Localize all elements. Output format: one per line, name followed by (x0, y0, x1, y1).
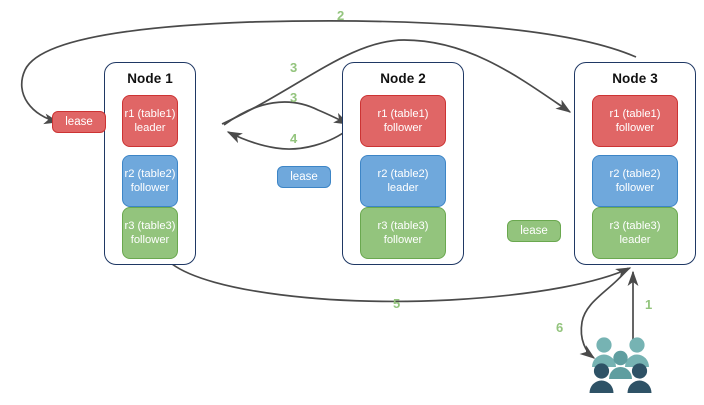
step-label-2: 2 (337, 8, 345, 23)
node-title: Node 1 (127, 71, 173, 86)
arrow-step-3-to-node3 (221, 39, 572, 125)
lease-badge-table3[interactable]: lease (507, 220, 561, 242)
person-back-right (625, 337, 649, 367)
lease-badge-table1[interactable]: lease (52, 111, 106, 133)
replica-role: follower (383, 234, 423, 246)
node-container-1[interactable]: Node 1 r1 (table1) leader r2 (table2) fo… (104, 62, 196, 265)
replica-role: follower (615, 122, 655, 134)
replica-role: follower (383, 122, 423, 134)
step-label-4: 4 (290, 131, 298, 146)
node-title: Node 2 (380, 71, 426, 86)
arrow-step-2 (20, 20, 637, 125)
replica-name: r3 (table3) (609, 220, 661, 232)
step-label-3-lower: 3 (290, 90, 298, 105)
arrow-step-3-to-node2 (223, 101, 350, 126)
person-front-right (627, 363, 652, 393)
replica-r3[interactable]: r3 (table3) follower (360, 207, 446, 259)
replica-r2[interactable]: r2 (table2) leader (360, 155, 446, 207)
replica-r2[interactable]: r2 (table2) follower (122, 155, 178, 207)
step-label-5: 5 (393, 296, 401, 311)
arrow-step-6 (579, 267, 629, 359)
lease-label: lease (290, 171, 318, 183)
replica-r1[interactable]: r1 (table1) follower (592, 95, 678, 147)
replica-r3[interactable]: r3 (table3) follower (122, 207, 178, 259)
arrow-step-4 (226, 127, 351, 150)
replica-name: r2 (table2) (124, 168, 176, 180)
lease-label: lease (65, 116, 93, 128)
node-container-2[interactable]: Node 2 r1 (table1) follower r2 (table2) … (342, 62, 464, 265)
replica-name: r1 (table1) (124, 108, 176, 120)
replica-role: follower (615, 182, 655, 194)
step-label-3-upper: 3 (290, 60, 298, 75)
node-container-3[interactable]: Node 3 r1 (table1) follower r2 (table2) … (574, 62, 696, 265)
step-label-1: 1 (645, 297, 653, 312)
replica-r2[interactable]: r2 (table2) follower (592, 155, 678, 207)
person-back-left (592, 337, 616, 367)
replica-role: follower (130, 182, 170, 194)
replica-role: leader (387, 182, 419, 194)
replica-r3[interactable]: r3 (table3) leader (592, 207, 678, 259)
replica-name: r3 (table3) (124, 220, 176, 232)
replica-role: follower (130, 234, 170, 246)
person-front-left (589, 363, 614, 393)
lease-badge-table2[interactable]: lease (277, 166, 331, 188)
replica-name: r2 (table2) (609, 168, 661, 180)
step-label-6: 6 (556, 320, 564, 335)
replica-r1[interactable]: r1 (table1) follower (360, 95, 446, 147)
node-title: Node 3 (612, 71, 658, 86)
replica-r1[interactable]: r1 (table1) leader (122, 95, 178, 147)
replica-role: leader (619, 234, 651, 246)
replica-name: r1 (table1) (377, 108, 429, 120)
replica-name: r1 (table1) (609, 108, 661, 120)
replica-name: r2 (table2) (377, 168, 429, 180)
replica-role: leader (134, 122, 166, 134)
lease-label: lease (520, 225, 548, 237)
replica-name: r3 (table3) (377, 220, 429, 232)
arrow-step-5 (171, 263, 632, 303)
person-center (609, 350, 632, 379)
